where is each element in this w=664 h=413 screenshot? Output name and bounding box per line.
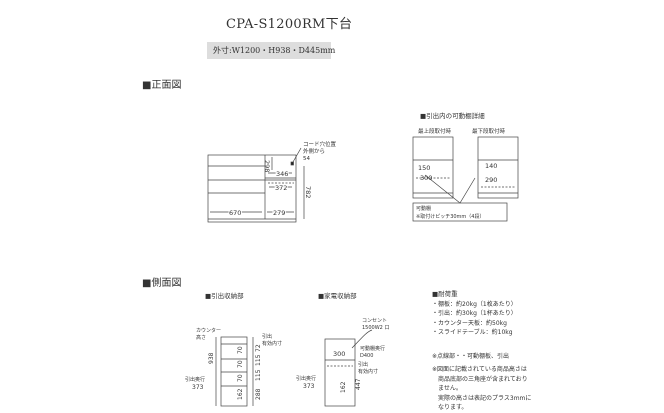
top-mount-label: 最上段取付時	[418, 127, 452, 135]
dim-70: 70	[237, 374, 244, 382]
appliance-side-drawing	[324, 329, 373, 407]
depth-label: 引出奥行	[296, 375, 316, 382]
dim-150: 150	[418, 164, 430, 172]
load-item: ・スライドテーブル：約10kg	[432, 329, 513, 336]
dotted-line-note: ※点線部・・可動棚板、引出	[432, 352, 510, 360]
front-view-heading: ■正面図	[142, 80, 182, 91]
shelf-detail-heading: ■引出内の可動棚詳細	[420, 112, 485, 120]
movable-shelf-note: 可動棚	[416, 205, 431, 212]
shelf-depth-label: 可動棚奥行	[360, 345, 385, 352]
front-view-drawing	[207, 147, 305, 223]
appliance-storage-heading: ■家電収納部	[318, 292, 357, 300]
dim-300: 300	[333, 350, 345, 358]
drawer-depth-label: 引出奥行	[185, 376, 205, 383]
dimensions-badge: 外寸:W1200・H938・D445mm	[207, 42, 335, 59]
counter-height-label: カウンター	[196, 327, 221, 334]
dim-162: 162	[340, 381, 347, 393]
dim-288: 288	[255, 388, 262, 400]
counter-height-label: 高さ	[196, 334, 206, 341]
dim-72: 72	[255, 344, 262, 352]
cord-label: 54	[303, 156, 310, 162]
dim-372: 372	[275, 184, 287, 192]
dim-70: 70	[237, 360, 244, 368]
dim-298: 298	[263, 160, 271, 172]
dim-300: 300	[420, 174, 432, 182]
dim-115: 115	[255, 369, 262, 381]
dim-447: 447	[355, 378, 362, 390]
load-heading: ■耐荷重	[432, 290, 458, 298]
dim-140: 140	[485, 162, 497, 170]
load-item: ・引出：約30kg（1杯あたり）	[432, 310, 517, 317]
dim-670: 670	[229, 209, 241, 217]
drawer-inner-label: 有効内寸	[262, 340, 282, 347]
load-item: ・棚板：約20kg（1枚あたり）	[432, 300, 517, 308]
height-note: 実際の高さは表記のプラス3mmに	[438, 394, 532, 402]
drawer-storage-heading: ■引出収納部	[205, 292, 244, 300]
load-capacity: ■耐荷重 ・棚板：約20kg（1枚あたり） ・引出：約30kg（1杯あたり） ・…	[432, 290, 531, 413]
drawer-side-drawing	[215, 336, 254, 407]
outlet-label: コンセント	[362, 318, 387, 324]
height-note: 商品底部の三角座が含まれており	[438, 375, 528, 383]
height-note: ※図面に記載されている商品高さは	[432, 366, 527, 373]
dim-346: 346	[276, 170, 288, 178]
dim-279: 279	[273, 209, 285, 217]
height-note: なります。	[438, 404, 468, 411]
drawer-inner-label: 引出	[262, 333, 272, 340]
dim-115: 115	[255, 354, 262, 366]
dim-290: 290	[485, 176, 497, 184]
product-title: CPA-S1200RM下台	[226, 17, 353, 32]
cord-label: コード穴位置	[303, 140, 337, 148]
shelf-depth-value: D400	[360, 353, 373, 359]
inner-label: 有効内寸	[358, 368, 378, 375]
side-view-heading: ■側面図	[142, 278, 182, 289]
dim-782: 782	[304, 186, 312, 198]
cord-label: 外側から	[303, 147, 325, 155]
load-item: ・カウンター天板：約50kg	[432, 319, 507, 327]
outlet-label: 1500W2 口	[362, 325, 389, 331]
inner-label: 引出	[358, 361, 368, 368]
height-note: ません。	[438, 385, 462, 392]
dim-162: 162	[237, 388, 244, 400]
drawer-depth-value: 373	[192, 384, 204, 391]
depth-value: 373	[303, 383, 315, 390]
dim-938: 938	[208, 352, 215, 364]
shelf-detail-drawing	[412, 136, 519, 222]
pitch-note: ※取付けピッチ30mm（4段）	[416, 213, 484, 220]
bottom-mount-label: 最下段取付時	[472, 127, 506, 135]
dim-70: 70	[237, 346, 244, 354]
